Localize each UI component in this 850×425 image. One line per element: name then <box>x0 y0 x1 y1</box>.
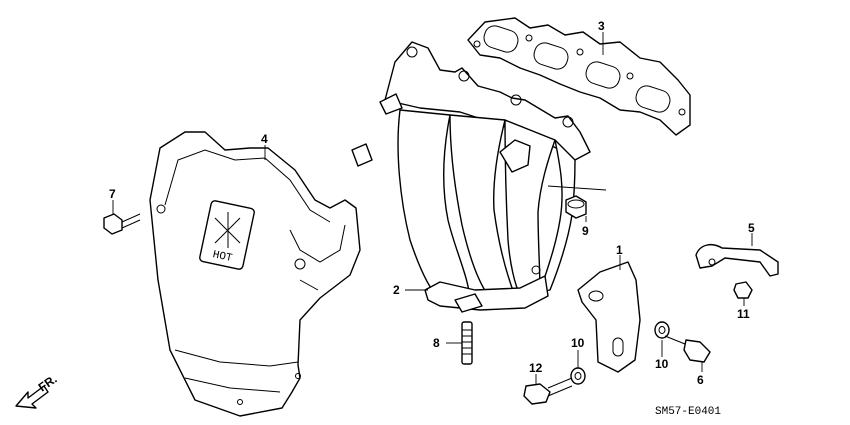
callout-10-lower: 10 <box>571 336 585 350</box>
exhaust-manifold <box>351 41 591 313</box>
callout-7: 7 <box>109 187 116 201</box>
callout-6: 6 <box>697 373 704 387</box>
callout-4: 4 <box>261 132 268 146</box>
washer-10-lower <box>570 367 586 385</box>
exhaust-manifold-heat-shield: HOT <box>149 131 361 417</box>
bolt-6 <box>664 335 711 363</box>
bracket-5 <box>695 243 779 277</box>
washer-10-upper <box>654 321 670 339</box>
callout-5: 5 <box>748 221 755 235</box>
diagram-code: SM57-E0401 <box>655 406 721 418</box>
stud-8 <box>461 321 473 365</box>
callout-10-upper: 10 <box>655 357 669 371</box>
front-direction-indicator: FR. <box>15 372 60 409</box>
callout-12: 12 <box>529 361 543 375</box>
leader-lines <box>112 32 753 384</box>
exhaust-manifold-gasket <box>467 17 691 136</box>
callout-8: 8 <box>433 336 440 350</box>
callout-numbers: 3 4 7 9 2 1 5 8 10 10 6 11 12 <box>109 19 755 387</box>
nut-9 <box>565 195 587 219</box>
hot-warning-emblem: HOT <box>199 200 255 270</box>
bolt-12 <box>523 377 573 405</box>
bolt-7 <box>103 213 141 235</box>
callout-9: 9 <box>582 224 589 238</box>
callout-3: 3 <box>598 19 605 33</box>
callout-2: 2 <box>393 283 400 297</box>
callout-1: 1 <box>616 243 623 257</box>
heat-shield-hot-text: HOT <box>211 249 233 265</box>
manifold-bracket <box>577 261 641 373</box>
callout-11: 11 <box>737 307 750 321</box>
bolt-11 <box>733 281 753 299</box>
